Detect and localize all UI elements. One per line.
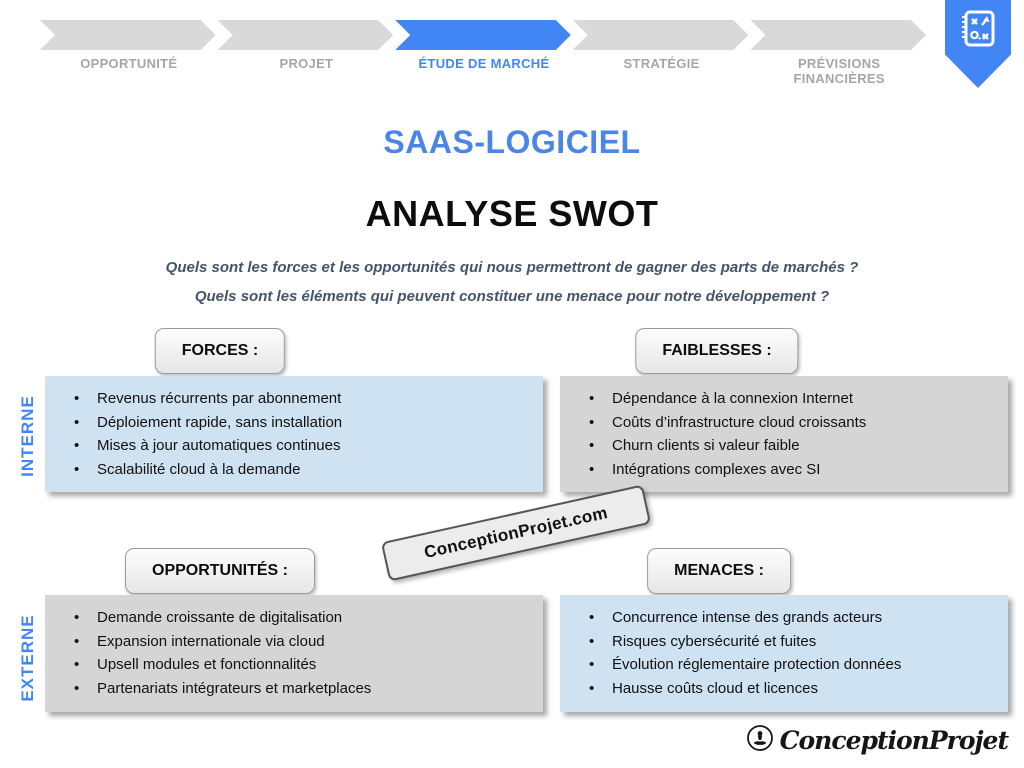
opportunites-bullet: Expansion internationale via cloud [45, 630, 533, 654]
faiblesses-list: Dépendance à la connexion InternetCoûts … [560, 376, 1008, 481]
forces-header: FORCES : [154, 328, 286, 374]
brand-logo-text: ConceptionProjet [779, 726, 1009, 755]
menaces-bullet: Hausse coûts cloud et licences [560, 677, 998, 701]
step-label-projet[interactable]: PROJET [279, 56, 334, 71]
opportunites-header: OPPORTUNITÉS : [124, 548, 316, 594]
process-step-labels: OPPORTUNITÉ PROJET ÉTUDE DE MARCHÉ STRAT… [40, 56, 928, 86]
step-chevron-previsions[interactable] [750, 20, 926, 50]
menaces-header: MENACES : [647, 548, 791, 594]
opportunites-bullet: Demande croissante de digitalisation [45, 606, 533, 630]
opportunites-bullet: Upsell modules et fonctionnalités [45, 653, 533, 677]
opportunites-bullet: Partenariats intégrateurs et marketplace… [45, 677, 533, 701]
forces-bullet: Scalabilité cloud à la demande [45, 458, 533, 482]
menaces-list: Concurrence intense des grands acteursRi… [560, 595, 1008, 700]
page-title: SAAS-LOGICIEL [383, 124, 641, 160]
menaces-bullet: Risques cybersécurité et fuites [560, 630, 998, 654]
faiblesses-header: FAIBLESSES : [635, 328, 799, 374]
menaces-bullet: Évolution réglementaire protection donné… [560, 653, 998, 677]
brand-logo-icon [746, 724, 774, 757]
watermark-text: ConceptionProjet.com [422, 502, 610, 563]
page-subtitle: ANALYSE SWOT [365, 193, 659, 234]
opportunites-list: Demande croissante de digitalisationExpa… [45, 595, 543, 700]
process-stepper [40, 20, 928, 50]
step-label-opportunite[interactable]: OPPORTUNITÉ [80, 56, 178, 71]
step-chevron-opportunite[interactable] [40, 20, 216, 50]
opportunites-panel: Demande croissante de digitalisationExpa… [45, 595, 543, 712]
guiding-question-2: Quels sont les éléments qui peuvent cons… [194, 288, 830, 305]
footer-brand: ConceptionProjet [746, 724, 1009, 757]
step-label-previsions[interactable]: PRÉVISIONS FINANCIÈRES [793, 56, 885, 86]
guiding-question-1: Quels sont les forces et les opportunité… [165, 259, 859, 276]
faiblesses-bullet: Dépendance à la connexion Internet [560, 387, 998, 411]
forces-bullet: Mises à jour automatiques continues [45, 434, 533, 458]
forces-bullet: Déploiement rapide, sans installation [45, 411, 533, 435]
menaces-panel: Concurrence intense des grands acteursRi… [560, 595, 1008, 712]
axis-label-externe: EXTERNE [18, 614, 37, 702]
step-chevron-projet[interactable] [218, 20, 394, 50]
step-chevron-etude-de-marche[interactable] [395, 20, 571, 50]
forces-bullet: Revenus récurrents par abonnement [45, 387, 533, 411]
faiblesses-bullet: Coûts d’infrastructure cloud croissants [560, 411, 998, 435]
faiblesses-panel: Dépendance à la connexion InternetCoûts … [560, 376, 1008, 492]
bookmark-ribbon [945, 0, 1011, 88]
step-label-strategie[interactable]: STRATÉGIE [623, 56, 700, 71]
forces-panel: Revenus récurrents par abonnementDéploie… [45, 376, 543, 492]
watermark-badge: ConceptionProjet.com [380, 484, 652, 582]
menaces-bullet: Concurrence intense des grands acteurs [560, 606, 998, 630]
axis-label-interne: INTERNE [18, 395, 37, 477]
forces-list: Revenus récurrents par abonnementDéploie… [45, 376, 543, 481]
faiblesses-bullet: Churn clients si valeur faible [560, 434, 998, 458]
step-chevron-strategie[interactable] [573, 20, 749, 50]
faiblesses-bullet: Intégrations complexes avec SI [560, 458, 998, 482]
step-label-etude-de-marche[interactable]: ÉTUDE DE MARCHÉ [418, 56, 550, 71]
